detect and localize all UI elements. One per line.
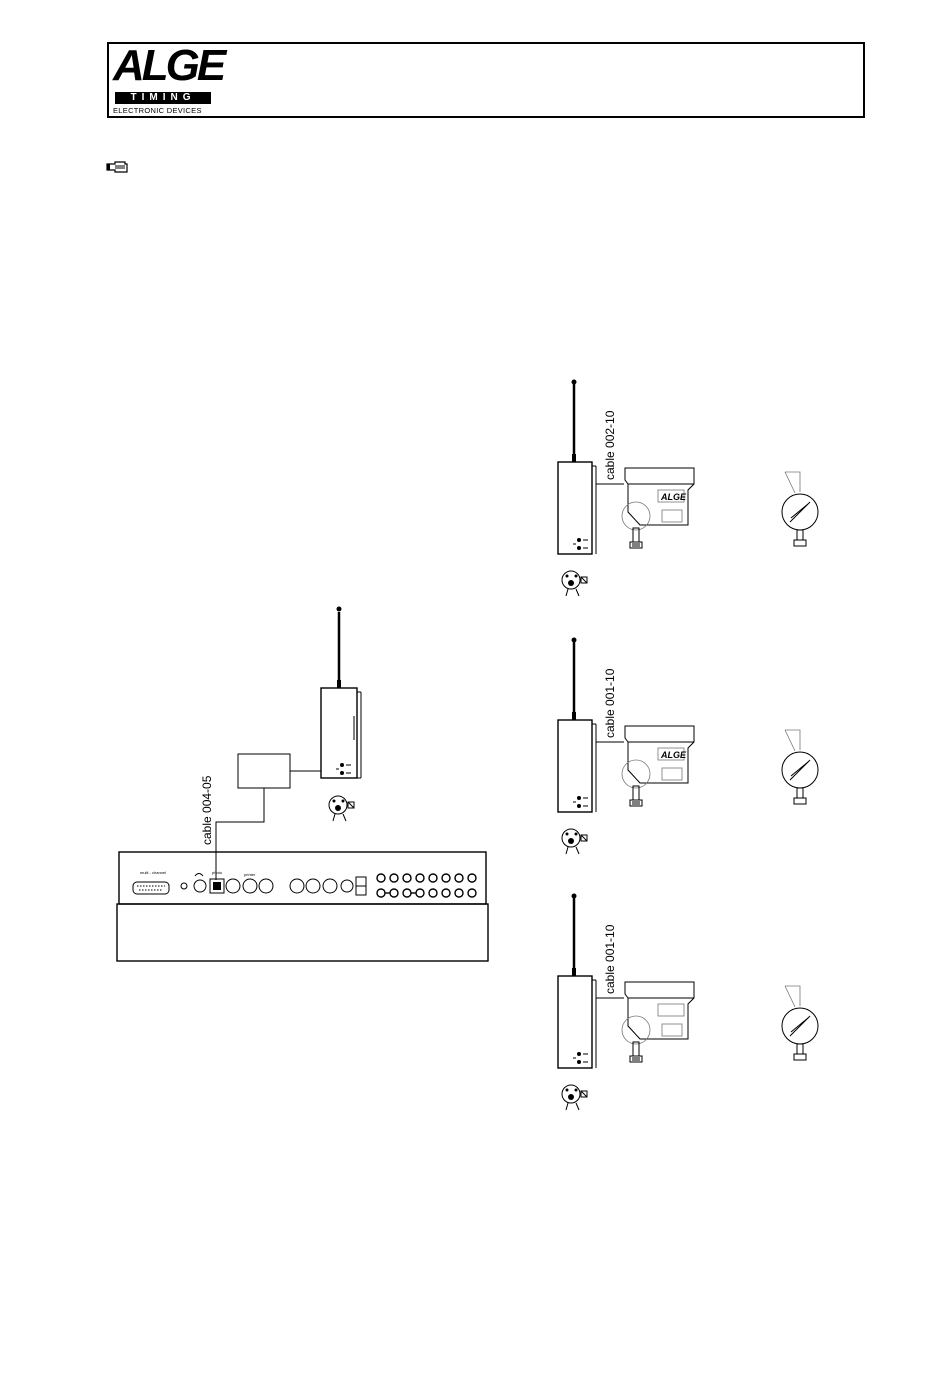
banana-sockets bbox=[377, 874, 476, 897]
radio-transmitter bbox=[558, 976, 596, 1068]
radio-antenna bbox=[572, 894, 577, 977]
right-setup-2: cable 001-10 ALGE bbox=[558, 638, 818, 855]
radio-antenna bbox=[572, 380, 577, 463]
photocell-brand: ALGE bbox=[660, 750, 687, 760]
cable-label: cable 001-10 bbox=[603, 668, 617, 738]
photocell: ALGE bbox=[622, 468, 694, 548]
photocell-brand: ALGE bbox=[660, 492, 687, 502]
channel-symbol bbox=[562, 571, 587, 596]
left-channel-symbol bbox=[329, 796, 354, 821]
interface-box bbox=[238, 754, 290, 788]
reflector bbox=[782, 986, 818, 1060]
cable-label: cable 001-10 bbox=[603, 924, 617, 994]
svg-text:printer: printer bbox=[244, 872, 256, 877]
reflector bbox=[782, 730, 818, 804]
timer-device: multi - channel photo printer bbox=[117, 852, 488, 961]
photocell bbox=[622, 982, 694, 1062]
channel-symbol bbox=[562, 829, 587, 854]
cable-004-05-line bbox=[216, 788, 264, 880]
svg-text:photo: photo bbox=[212, 870, 223, 875]
radio-antenna bbox=[572, 638, 577, 721]
reflector bbox=[782, 472, 818, 546]
photocell: ALGE bbox=[622, 726, 694, 806]
right-setup-1: cable 002-10 ALGE bbox=[558, 380, 818, 597]
left-radio-transmitter bbox=[321, 688, 361, 778]
right-setup-3: cable 001-10 bbox=[558, 894, 818, 1111]
radio-transmitter bbox=[558, 720, 596, 812]
left-setup: cable 004-05 multi - channel bbox=[117, 607, 488, 962]
left-cable-label: cable 004-05 bbox=[200, 775, 214, 845]
radio-transmitter bbox=[558, 462, 596, 554]
cable-label: cable 002-10 bbox=[603, 410, 617, 480]
channel-symbol bbox=[562, 1085, 587, 1110]
left-radio-antenna bbox=[337, 607, 342, 689]
svg-text:multi - channel: multi - channel bbox=[140, 870, 166, 875]
